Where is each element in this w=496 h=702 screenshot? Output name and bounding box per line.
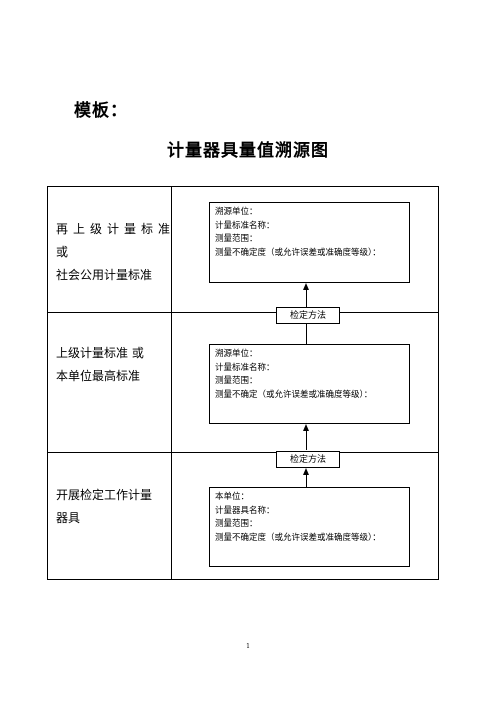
row-label-higher-standard: 再上级计量标准 或 社会公用计量标准 [56,218,170,287]
info-line: 本单位： [215,492,250,502]
info-line: 计量器具名称： [215,505,275,516]
row-label-line: 社会公用计量标准 [56,268,153,282]
info-line: 测量不确定（或允许误差或准确度等级）： [215,389,373,400]
table-border-left [47,186,48,580]
info-line: 测量范围： [215,519,258,529]
calibration-method-box: 检定方法 [276,451,340,468]
info-line: 溯源单位： [215,349,258,359]
info-line: 测量范围： [215,376,258,386]
row-label-line: 或 [56,245,69,259]
info-line: 计量标准名称： [215,220,275,231]
info-line: 测量范围： [215,234,258,244]
row-label-top-standard: 上级计量标准 或 本单位最高标准 [56,342,170,388]
row-label-line: 本单位最高标准 [56,369,141,383]
instrument-info-box: 本单位： 计量器具名称： 测量范围： 测量不确定度（或允许误差或准确度等级）： [209,487,410,567]
table-row-divider [47,312,439,313]
page-title: 计量器具量值溯源图 [167,141,329,161]
row-label-working-instrument: 开展检定工作计量 器具 [56,484,170,530]
calibration-method-box: 检定方法 [276,307,340,324]
info-line: 测量不确定度（或允许误差或准确度等级）： [215,247,381,258]
row-label-line: 开展检定工作计量 [56,488,153,502]
info-line: 测量不确定度（或允许误差或准确度等级）： [215,532,381,543]
row-label-line: 再上级计量标准 [56,222,170,236]
template-label: 模板： [74,101,128,121]
table-border-right [438,186,439,580]
table-column-divider [171,186,172,580]
table-row-divider [47,452,439,453]
table-border-bottom [47,579,439,580]
page-number: 1 [246,643,250,650]
traceability-info-box: 溯源单位： 计量标准名称： 测量范围： 测量不确定（或允许误差或准确度等级）： [209,344,410,424]
info-line: 计量标准名称： [215,362,275,373]
row-label-line: 器具 [56,511,81,525]
row-label-line: 上级计量标准 或 [56,346,144,360]
traceability-info-box: 溯源单位： 计量标准名称： 测量范围： 测量不确定度（或允许误差或准确度等级）： [209,202,410,283]
table-border-top [47,186,439,187]
info-line: 溯源单位： [215,207,258,217]
